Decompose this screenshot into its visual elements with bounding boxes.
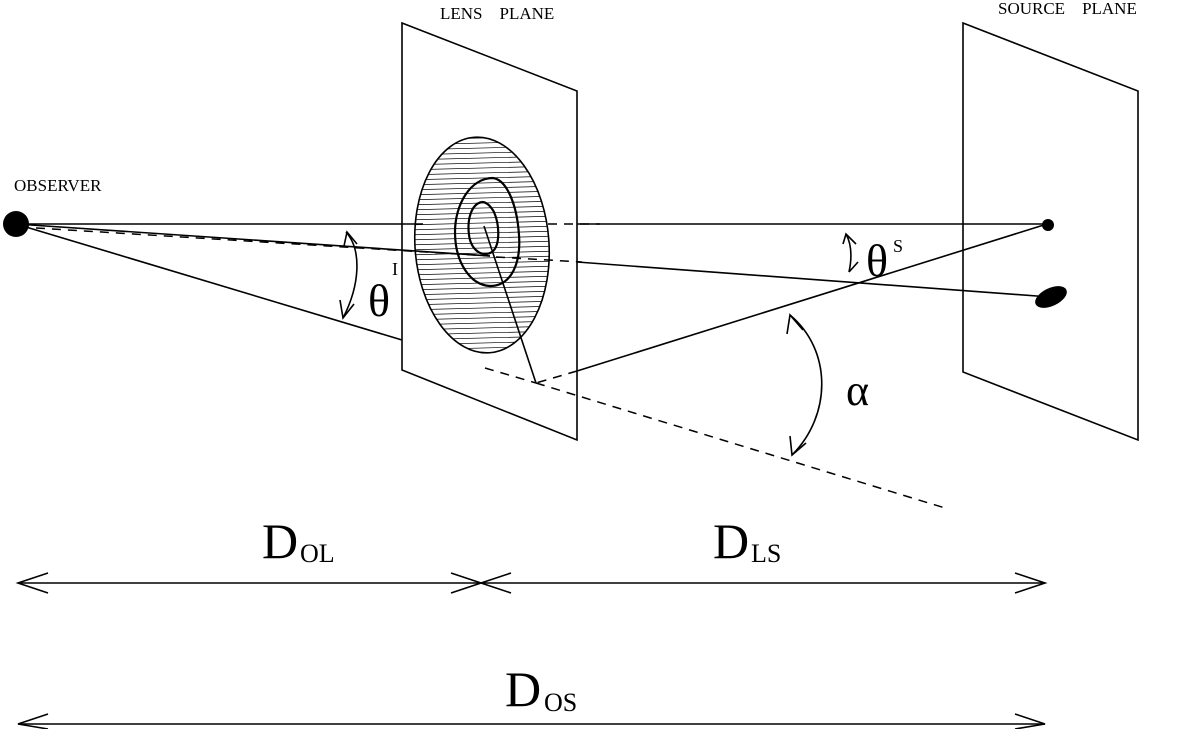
source-plane-label: SOURCE PLANE bbox=[998, 0, 1137, 18]
d-os-arrow bbox=[17, 713, 1046, 729]
lens-hatch-line bbox=[407, 190, 557, 196]
lens-hatch-line bbox=[407, 280, 557, 286]
lens-hatch-line bbox=[407, 285, 557, 291]
line-to-lensed-image bbox=[576, 261, 1051, 298]
theta-i-superscript: I bbox=[392, 259, 398, 279]
alpha-arc bbox=[789, 314, 823, 456]
lower-ray-dashed-segment bbox=[484, 367, 537, 384]
d-ol-arrow bbox=[15, 572, 484, 594]
lens-hatch-line bbox=[407, 320, 557, 326]
lens-hatch-line bbox=[407, 180, 557, 186]
lens-hatch-line bbox=[407, 300, 557, 306]
d-os-label: D bbox=[505, 661, 541, 717]
lens-hatch-line bbox=[407, 295, 557, 301]
theta-s-arc bbox=[845, 233, 852, 273]
lens-hatch-line bbox=[407, 330, 557, 336]
theta-i-arc bbox=[342, 231, 358, 319]
lens-hatch-line bbox=[407, 150, 557, 156]
lens-hatch-line bbox=[407, 325, 557, 331]
lensed-image bbox=[1035, 286, 1067, 308]
lens-hatch-line bbox=[407, 335, 557, 341]
source-ray-dashed bbox=[535, 370, 578, 384]
lens-hatch-line bbox=[407, 230, 557, 236]
d-ls-arrow bbox=[478, 572, 1048, 594]
theta-i-arrow-bottom bbox=[339, 299, 355, 320]
lens-plane-label: LENS PLANE bbox=[440, 4, 554, 23]
observer-to-lens-lower-ray bbox=[15, 223, 403, 341]
observer-dot bbox=[3, 211, 29, 237]
lens-hatch-line bbox=[407, 255, 557, 261]
lens-hatch-line bbox=[407, 145, 557, 151]
lens-hatch-line bbox=[407, 195, 557, 201]
theta-s-superscript: S bbox=[893, 236, 903, 256]
d-ol-label: D bbox=[262, 513, 298, 569]
theta-s-tick bbox=[848, 261, 859, 273]
lens-hatch-line bbox=[407, 275, 557, 281]
alpha-arrow-top bbox=[786, 313, 804, 335]
lens-ring-outer bbox=[453, 176, 521, 288]
theta-i-arrow-top bbox=[343, 230, 358, 247]
lens-hatch-line bbox=[407, 265, 557, 271]
lens-hatch-line bbox=[407, 160, 557, 166]
lens-hatch-line bbox=[407, 225, 557, 231]
lens-hatch-line bbox=[407, 345, 557, 351]
lens-hatch-line bbox=[407, 205, 557, 211]
lens-hatch-line bbox=[407, 315, 557, 321]
observer-line-to-lens bbox=[15, 223, 491, 257]
lens-hatch-line bbox=[407, 260, 557, 266]
lens-disk bbox=[405, 126, 560, 358]
undeflected-ray-dashed bbox=[535, 382, 946, 509]
lens-hatch-line bbox=[407, 270, 557, 276]
lens-to-image-dashed bbox=[495, 256, 583, 263]
lens-hatch-line bbox=[407, 240, 557, 246]
lens-hatch-line bbox=[407, 140, 557, 146]
lens-hatch-line bbox=[407, 290, 557, 296]
theta-s-arrow bbox=[842, 232, 857, 245]
source-plane bbox=[962, 21, 1139, 442]
theta-i-label: θ bbox=[368, 275, 390, 326]
lens-hatch-line bbox=[407, 210, 557, 216]
lens-hatch-line bbox=[407, 235, 557, 241]
observer-label: OBSERVER bbox=[14, 176, 102, 195]
theta-s-label: θ bbox=[866, 235, 888, 286]
lens-hatch-line bbox=[405, 126, 560, 130]
d-ls-subscript: LS bbox=[751, 539, 781, 568]
alpha-label: α bbox=[846, 366, 869, 415]
lens-hatch-line bbox=[407, 155, 557, 161]
lens-hatch-line bbox=[407, 245, 557, 251]
d-ls-label: D bbox=[713, 513, 749, 569]
alpha-arrow-bottom bbox=[789, 435, 807, 457]
lens-hatch-line bbox=[407, 165, 557, 171]
lens-hatch-line bbox=[407, 185, 557, 191]
lens-hatch-line bbox=[407, 355, 557, 358]
source-dot bbox=[1042, 219, 1054, 231]
d-os-subscript: OS bbox=[544, 688, 577, 717]
source-to-image-ray bbox=[576, 223, 1048, 372]
lens-hatch-line bbox=[407, 132, 557, 136]
d-ol-subscript: OL bbox=[300, 539, 335, 568]
lens-plane bbox=[401, 21, 578, 442]
lens-hatch-line bbox=[407, 215, 557, 221]
lens-hatch-line bbox=[407, 220, 557, 226]
lens-center-to-image-line bbox=[483, 225, 537, 384]
lens-hatch-line bbox=[407, 305, 557, 311]
lens-hatch-line bbox=[407, 340, 557, 346]
